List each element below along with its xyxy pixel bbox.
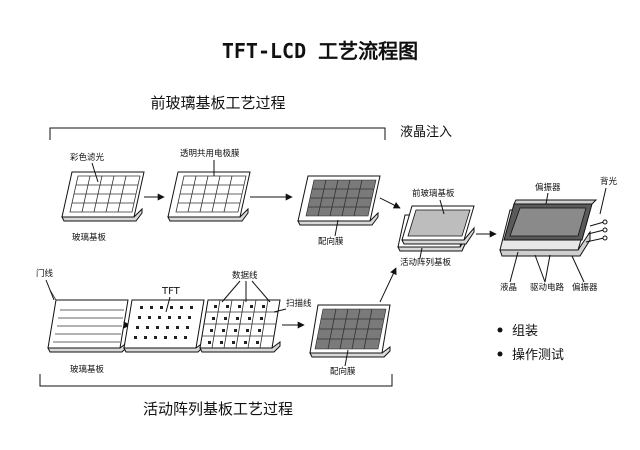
- label-tft: TFT: [161, 286, 181, 297]
- gate-line-panel: [47, 289, 129, 353]
- pointer-active-array: [419, 247, 423, 259]
- color-filter-panel: [61, 171, 145, 222]
- label-liquid-crystal: 液晶: [500, 282, 517, 293]
- active-array-bracket: [39, 374, 393, 387]
- label-drive-circuit: 驱动电路: [530, 282, 565, 293]
- lc-stack: [397, 205, 475, 252]
- pointer-gate-line: [45, 279, 55, 301]
- bullet-2: [497, 351, 503, 357]
- label-alignment-film-top: 配向膜: [318, 236, 344, 247]
- label-backlight: 背光: [600, 176, 618, 187]
- pointer-backlight: [599, 187, 607, 215]
- bullet-1: [497, 327, 503, 333]
- label-alignment-film-bottom: 配向膜: [330, 366, 356, 377]
- lcd-module: [499, 199, 608, 257]
- page-title: TFT-LCD 工艺流程图: [222, 39, 418, 63]
- label-active-array-substrate: 活动阵列基板: [400, 257, 452, 268]
- pointer-data-1: [221, 280, 241, 303]
- pointer-polarizer-top: [545, 192, 549, 205]
- label-polarizer-top: 偏振器: [535, 182, 561, 193]
- pointer-polarizer-bottom: [571, 255, 585, 283]
- pointer-data-3: [251, 280, 271, 303]
- label-polarizer-bottom: 偏振器: [572, 282, 598, 293]
- pointer-drive-2: [544, 254, 551, 283]
- label-data-line: 数据线: [232, 270, 258, 281]
- section-front-plate: 前玻璃基板工艺过程: [150, 94, 285, 112]
- front-plate-bracket: [49, 127, 386, 140]
- pointer-front-glass: [439, 199, 445, 215]
- section-lc-injection: 液晶注入: [400, 125, 452, 140]
- pointer-drive-1: [534, 254, 546, 283]
- arrow-7: [379, 267, 397, 303]
- label-scan-line: 扫描线: [286, 298, 312, 309]
- label-glass-substrate-top: 玻璃基板: [72, 232, 107, 243]
- alignment-film-panel-top: [297, 175, 381, 226]
- electrode-panel: [167, 171, 251, 222]
- label-front-glass: 前玻璃基板: [412, 188, 455, 199]
- arrow-3: [379, 197, 401, 209]
- step-assembly: 组装: [512, 324, 538, 339]
- tft-panel: [123, 299, 205, 353]
- label-gate-line: 门线: [36, 268, 54, 279]
- pointer-color-filter: [91, 162, 99, 183]
- pointer-scan-line: [273, 308, 287, 313]
- pointer-alignment-top: [334, 219, 339, 237]
- pointer-tft: [165, 296, 171, 313]
- pointer-liquid-crystal: [509, 251, 519, 283]
- label-glass-substrate-bottom: 玻璃基板: [70, 364, 105, 375]
- pointer-alignment-bottom: [344, 349, 349, 367]
- data-line-panel: [199, 299, 281, 353]
- alignment-film-panel-bottom: [309, 304, 391, 358]
- step-operation-test: 操作测试: [512, 347, 564, 363]
- label-color-filter: 彩色滤光: [70, 152, 105, 163]
- label-transparent-electrode: 透明共用电极膜: [180, 148, 240, 159]
- section-active-array: 活动阵列基板工艺过程: [143, 400, 293, 418]
